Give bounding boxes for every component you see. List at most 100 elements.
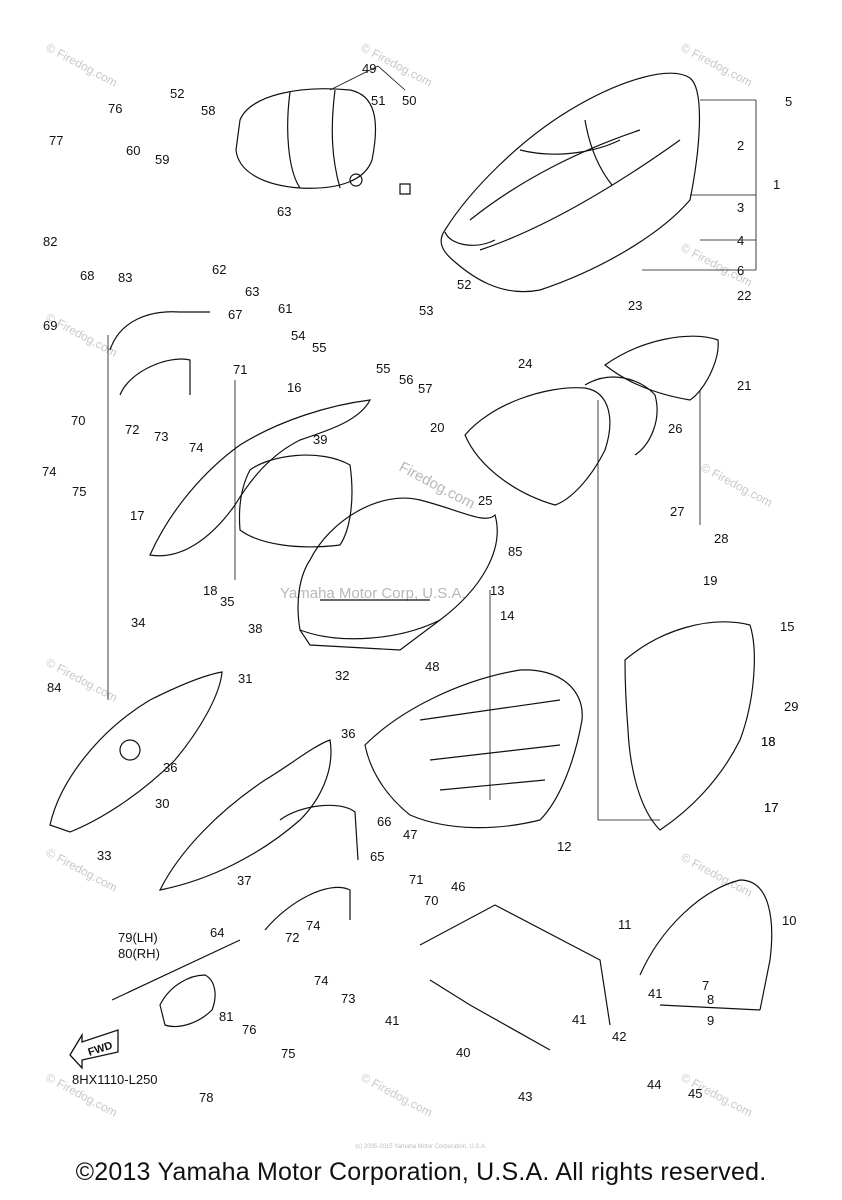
rear-cowl-top <box>464 335 719 506</box>
part-number: 31 <box>238 671 252 686</box>
storage-bin <box>238 454 498 651</box>
side-label-lh: 79(LH) <box>118 930 158 945</box>
part-number: 77 <box>49 133 63 148</box>
part-number: 75 <box>72 484 86 499</box>
part-number: 38 <box>248 621 262 636</box>
part-number: 71 <box>233 362 247 377</box>
part-number: 44 <box>647 1077 661 1092</box>
part-number: 62 <box>212 262 226 277</box>
part-number: 83 <box>118 270 132 285</box>
part-number: 74 <box>42 464 56 479</box>
part-number: 2 <box>737 138 744 153</box>
part-number: 74 <box>314 973 328 988</box>
part-number: 45 <box>688 1086 702 1101</box>
part-number: 78 <box>199 1090 213 1105</box>
part-number: 11 <box>618 917 632 932</box>
part-number: 59 <box>155 152 169 167</box>
part-number: 85 <box>508 544 522 559</box>
part-number: 1 <box>773 177 780 192</box>
part-number: 26 <box>668 421 682 436</box>
part-number: 55 <box>376 361 390 376</box>
part-number: 56 <box>399 372 413 387</box>
part-number: 3 <box>737 200 744 215</box>
part-number: 52 <box>457 277 471 292</box>
part-number: 58 <box>201 103 215 118</box>
part-number: 76 <box>108 101 122 116</box>
part-number: 17 <box>764 800 778 815</box>
backrest <box>235 88 411 195</box>
part-number: 41 <box>572 1012 586 1027</box>
frames <box>264 879 773 1051</box>
fwd-arrow-icon: FWD <box>69 1029 119 1070</box>
part-number: 39 <box>313 432 327 447</box>
watermark: © Firedog.com <box>699 460 775 509</box>
watermark: © Firedog.com <box>44 40 120 89</box>
part-number: 61 <box>278 301 292 316</box>
part-number: 81 <box>219 1009 233 1024</box>
part-number: 72 <box>125 422 139 437</box>
part-number: 66 <box>377 814 391 829</box>
part-number: 32 <box>335 668 349 683</box>
watermark: © Firedog.com <box>679 850 755 899</box>
part-number: 43 <box>518 1089 532 1104</box>
part-number: 5 <box>785 94 792 109</box>
part-number: 24 <box>518 356 532 371</box>
part-number: 42 <box>612 1029 626 1044</box>
part-number: 63 <box>245 284 259 299</box>
part-number: 37 <box>237 873 251 888</box>
part-number: 25 <box>478 493 492 508</box>
part-number: 75 <box>281 1046 295 1061</box>
part-number: 82 <box>43 234 57 249</box>
part-number: 36 <box>341 726 355 741</box>
right-side-cover <box>624 621 755 831</box>
part-number: 4 <box>737 233 744 248</box>
small-copyright: (c) 2005-2015 Yamaha Motor Corporation, … <box>355 1144 487 1150</box>
part-number: 69 <box>43 318 57 333</box>
part-number: 34 <box>131 615 145 630</box>
part-number: 49 <box>362 61 376 76</box>
part-number: 22 <box>737 288 751 303</box>
part-number: 23 <box>628 298 642 313</box>
part-number: 41 <box>648 986 662 1001</box>
part-number-labels: 1 2 3 4 5 6 7 8 9 10 11 12 13 14 15 16 1… <box>42 61 798 1105</box>
part-number: 73 <box>341 991 355 1006</box>
tail-cover <box>111 939 241 1028</box>
part-number: 71 <box>409 872 423 887</box>
part-number: 68 <box>80 268 94 283</box>
part-number: 72 <box>285 930 299 945</box>
part-number: 19 <box>703 573 717 588</box>
part-number: 18 <box>761 734 775 749</box>
part-number: 17 <box>130 508 144 523</box>
part-number: 65 <box>370 849 384 864</box>
part-number: 8 <box>707 992 714 1007</box>
watermark-yamaha: Yamaha Motor Corp, U.S.A. <box>280 585 466 602</box>
part-number: 16 <box>287 380 301 395</box>
part-number: 74 <box>306 918 320 933</box>
part-number: 74 <box>189 440 203 455</box>
left-rear-panel <box>149 399 372 557</box>
part-number: 47 <box>403 827 417 842</box>
part-number: 35 <box>220 594 234 609</box>
part-number: 70 <box>424 893 438 908</box>
part-number: 70 <box>71 413 85 428</box>
part-number: 60 <box>126 143 140 158</box>
part-number: 52 <box>170 86 184 101</box>
part-number: 17 <box>764 800 778 815</box>
part-number: 30 <box>155 796 169 811</box>
part-number: 57 <box>418 381 432 396</box>
part-number: 13 <box>490 583 504 598</box>
part-number: 33 <box>97 848 111 863</box>
part-number: 9 <box>707 1013 714 1028</box>
part-number: 48 <box>425 659 439 674</box>
undertray <box>364 669 583 829</box>
part-number: 18 <box>203 583 217 598</box>
part-number: 55 <box>312 340 326 355</box>
part-number: 51 <box>371 93 385 108</box>
watermark: © Firedog.com <box>679 40 755 89</box>
part-number: 53 <box>419 303 433 318</box>
part-number: 46 <box>451 879 465 894</box>
grab-handles <box>109 311 359 861</box>
part-number: 40 <box>456 1045 470 1060</box>
part-number: 76 <box>242 1022 256 1037</box>
